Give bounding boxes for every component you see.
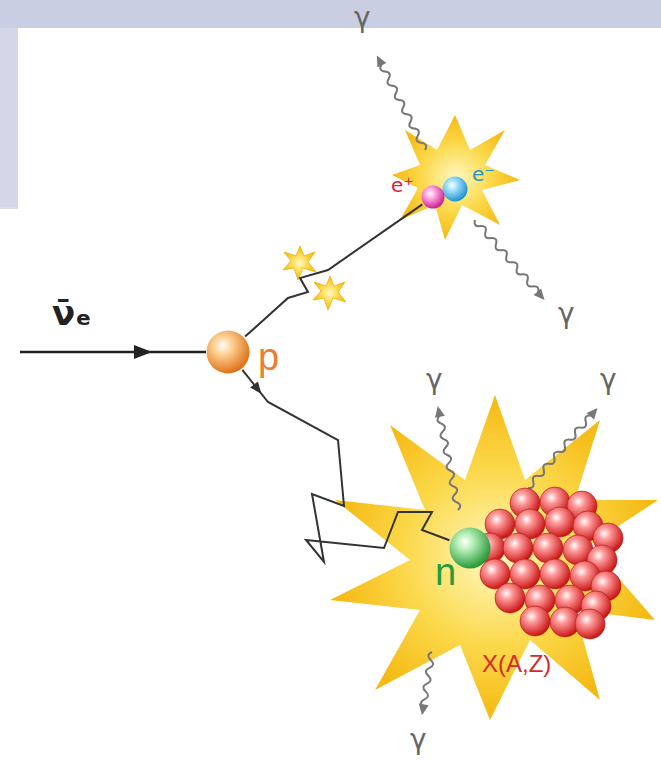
gamma-label: γ <box>426 366 443 394</box>
ionisation-spark <box>313 276 346 310</box>
particle-label: e⁺ <box>391 175 414 195</box>
nucleon-ball <box>533 533 563 563</box>
nucleon-ball <box>520 606 550 636</box>
slide-band <box>0 0 661 28</box>
particle-label: p <box>258 338 279 376</box>
nucleon-ball <box>575 609 605 639</box>
track-arrowhead <box>250 381 261 394</box>
particle-track <box>245 204 422 336</box>
slide-rule <box>0 207 18 209</box>
gamma-ray <box>372 53 429 152</box>
positron-annihilation-flash <box>392 115 520 240</box>
neutron-capture-flash <box>330 395 658 720</box>
particle-symbol: ν̄ₑ <box>52 296 91 330</box>
gamma-label: γ <box>410 726 427 754</box>
gamma-ray <box>524 405 601 492</box>
particle-ball <box>443 177 468 202</box>
particle-ball <box>207 331 250 374</box>
particle-label: X(A,Z) <box>482 652 551 676</box>
positron-particle: e⁺ <box>421 185 445 209</box>
nucleon-ball <box>495 583 525 613</box>
particle-sphere <box>206 330 250 374</box>
gamma-label: γ <box>558 300 575 328</box>
nucleus-cluster <box>470 488 620 638</box>
gamma-ray <box>417 651 437 716</box>
particle-ball <box>422 186 445 209</box>
gamma-ray <box>471 217 548 304</box>
particle-sphere <box>421 185 445 209</box>
particle-label: n <box>435 553 456 591</box>
antineutrino-track <box>20 351 206 354</box>
gamma-label: γ <box>354 4 371 32</box>
gamma-label: γ <box>600 366 617 394</box>
gamma-ray <box>433 405 463 511</box>
nucleon-ball <box>475 533 505 563</box>
particle-sphere <box>442 176 468 202</box>
slide-strip <box>0 28 18 208</box>
nucleus: X(A,Z) <box>470 488 620 638</box>
electron-particle: e⁻ <box>442 176 468 202</box>
proton-particle: p <box>206 330 250 374</box>
nucleon-ball <box>503 533 533 563</box>
nucleon-ball <box>545 507 575 537</box>
particle-track <box>242 370 449 562</box>
nucleon-ball <box>540 559 570 589</box>
neutron-particle: n <box>449 527 491 569</box>
particle-label: e⁻ <box>472 164 495 184</box>
antineutrino-arrowhead <box>134 345 152 359</box>
